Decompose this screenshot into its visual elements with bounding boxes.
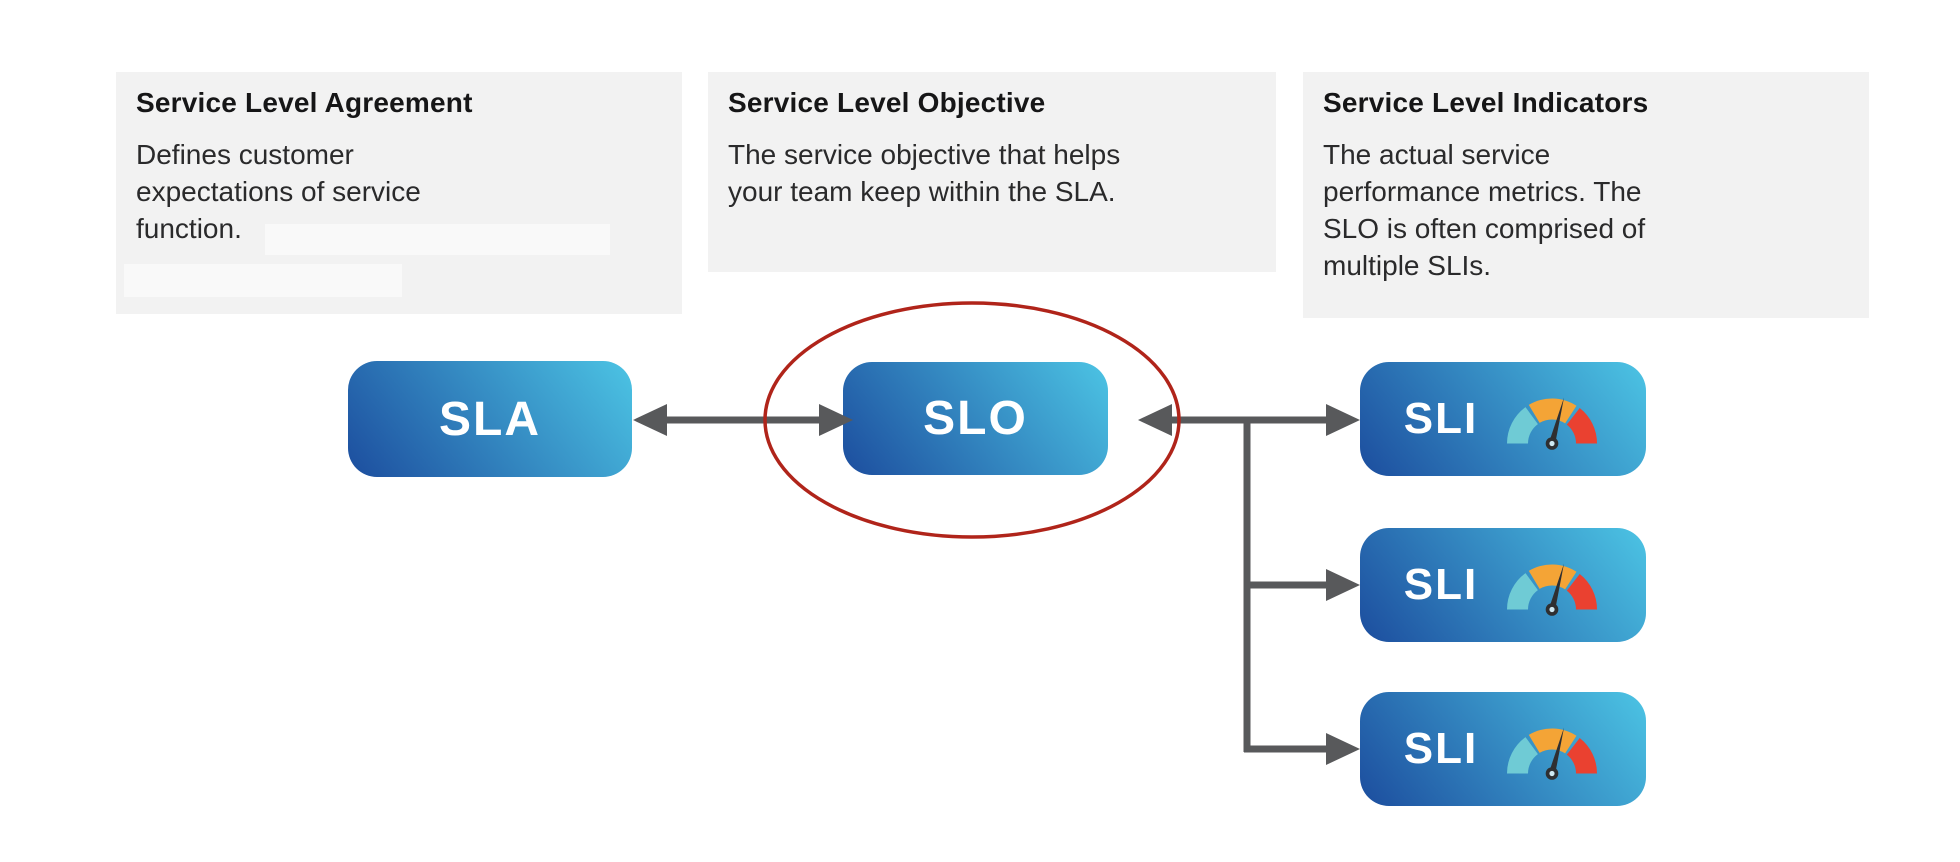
node-slo-label: SLO [923, 392, 1028, 445]
node-sla-label: SLA [439, 392, 541, 446]
description-box-sli: Service Level Indicators The actual serv… [1303, 72, 1869, 318]
redacted-text-placeholder [265, 224, 610, 255]
description-title-sli: Service Level Indicators [1323, 87, 1649, 118]
connector-sla-slo [633, 404, 853, 436]
description-title-slo: Service Level Objective [728, 87, 1046, 118]
node-slo: SLO [843, 362, 1108, 475]
node-sli-1-label: SLI [1403, 394, 1479, 443]
gauge-needle [1549, 563, 1565, 610]
gauge-needle [1549, 397, 1565, 444]
description-box-sla: Service Level Agreement Defines customer… [116, 72, 682, 314]
gauge-icon [1507, 727, 1598, 780]
description-body-slo: The service objective that helps your te… [728, 139, 1121, 207]
arrowhead-left [633, 404, 667, 436]
gauge-icon [1507, 563, 1598, 616]
description-body-sla: Defines customer expectations of service… [136, 139, 421, 244]
node-sli-1: SLI [1360, 362, 1646, 476]
gauge-needle [1549, 727, 1565, 774]
description-body-sli: The actual service performance metrics. … [1323, 139, 1646, 281]
gauge-icon [1507, 397, 1598, 450]
node-sli-3-label: SLI [1403, 724, 1479, 773]
arrowhead-to-sli-3 [1326, 733, 1360, 765]
description-box-slo: Service Level Objective The service obje… [708, 72, 1276, 272]
connector-slo-sli-tree [1138, 404, 1360, 765]
node-sla: SLA [348, 361, 632, 477]
arrowhead-to-sli-2 [1326, 569, 1360, 601]
arrowhead-to-sli-1 [1326, 404, 1360, 436]
arrowhead-to-slo [1138, 404, 1172, 436]
node-sli-2: SLI [1360, 528, 1646, 642]
description-title-sla: Service Level Agreement [136, 87, 473, 118]
node-sli-3: SLI [1360, 692, 1646, 806]
node-sli-2-label: SLI [1403, 560, 1479, 609]
redacted-text-placeholder [124, 264, 402, 297]
